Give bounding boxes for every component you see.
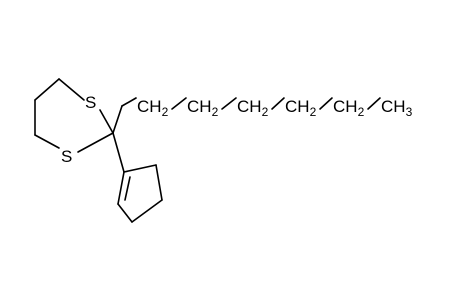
group-subscript: 2	[162, 105, 169, 119]
chain-bond	[319, 97, 333, 110]
group-symbol: CH	[187, 97, 212, 116]
ring-bond	[99, 109, 114, 134]
cyclopentene-ring	[112, 132, 163, 223]
ring-bond	[155, 164, 163, 201]
dithiane-ring: S S	[34, 78, 114, 166]
methylene-group: CH2	[187, 97, 219, 119]
group-symbol: CH	[237, 97, 262, 116]
ring-bond	[117, 203, 133, 223]
methylene-group: CH2	[237, 97, 269, 119]
methyl-group: CH3	[381, 97, 413, 119]
ring-bond	[34, 134, 60, 149]
group-subscript: 2	[310, 105, 317, 119]
group-subscript: 2	[262, 105, 269, 119]
ring-bond	[34, 78, 60, 101]
chain-bond	[171, 97, 187, 110]
group-subscript: 2	[212, 105, 219, 119]
chain-attachment-bond	[112, 105, 123, 134]
sulfur-atom-label: S	[61, 147, 72, 166]
group-symbol: CH	[285, 97, 310, 116]
ring-bond	[77, 132, 114, 153]
group-subscript: 2	[358, 105, 365, 119]
chain-bond	[367, 97, 381, 110]
group-symbol: CH	[381, 97, 406, 116]
double-bond-inner	[124, 176, 131, 201]
group-symbol: CH	[333, 97, 358, 116]
double-bond	[117, 171, 125, 205]
chain-bond	[121, 97, 137, 107]
ring-attachment-bond	[112, 132, 125, 173]
ring-bond	[131, 199, 163, 223]
ring-bond	[58, 78, 85, 101]
methylene-group: CH2	[137, 97, 169, 119]
methylene-group: CH2	[285, 97, 317, 119]
heptyl-chain: CH2 CH2 CH2 CH2 CH2 CH3	[121, 97, 413, 119]
methylene-group: CH2	[333, 97, 365, 119]
sulfur-atom-label: S	[85, 93, 96, 112]
group-subscript: 3	[406, 105, 413, 119]
chain-bond	[271, 97, 285, 110]
ring-bond	[123, 164, 157, 173]
chain-bond	[221, 97, 237, 110]
group-symbol: CH	[137, 97, 162, 116]
